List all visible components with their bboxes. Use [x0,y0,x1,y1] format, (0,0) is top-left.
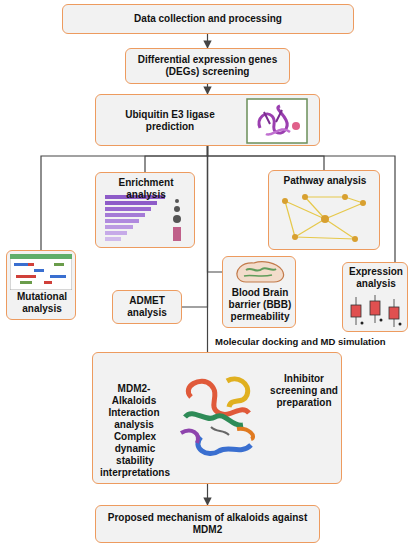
connector [208,146,325,170]
connector [208,146,396,262]
box-label: Proposed mechanism of alkaloids against … [102,512,313,536]
box-label: Ubiquitin E3 ligase prediction [102,109,238,133]
illustration [246,98,308,148]
connector [145,146,208,172]
illustration [171,367,267,471]
box-label: Expression analysis [346,266,406,290]
box-label: MDM2-Alkaloids Interaction analysis [97,383,171,431]
box-label: Data collection and processing [134,13,282,25]
illustration [232,260,288,290]
box-label: Complex dynamic stability interpretation… [97,431,173,479]
illustration [275,191,375,251]
panel-heading: Molecular docking and MD simulation [215,336,411,347]
illustration [10,254,72,294]
process-box: Data collection and processing [62,4,354,34]
connector [207,484,208,505]
process-box: Proposed mechanism of alkaloids against … [95,505,320,543]
illustration [346,293,404,333]
illustration [101,193,191,249]
process-box: Expression analysis [342,262,408,332]
box-label: Differential expression genes (DEGs) scr… [132,54,283,78]
process-box: Blood Brain barrier (BBB) permeability [222,256,296,328]
connector [207,34,208,48]
box-label: Mutational analysis [10,291,74,315]
simulation-panel: Molecular docking and MD simulationMDM2-… [92,352,342,484]
box-label: Pathway analysis [273,175,377,187]
box-label: ADMET analysis [119,295,175,319]
connector [41,146,208,250]
process-box: ADMET analysis [112,290,182,324]
process-box: Differential expression genes (DEGs) scr… [125,48,290,84]
box-label: Blood Brain barrier (BBB) permeability [226,287,294,323]
process-box: Pathway analysis [268,170,380,250]
process-box: Mutational analysis [6,250,76,320]
connector [207,84,208,94]
box-label: Inhibitor screening and preparation [269,373,339,409]
box-label: Enrichment analysis [100,177,192,201]
connector [207,146,208,352]
process-box: Ubiquitin E3 ligase prediction [95,94,320,146]
connector [208,146,223,272]
process-box: Enrichment analysis [95,172,195,248]
